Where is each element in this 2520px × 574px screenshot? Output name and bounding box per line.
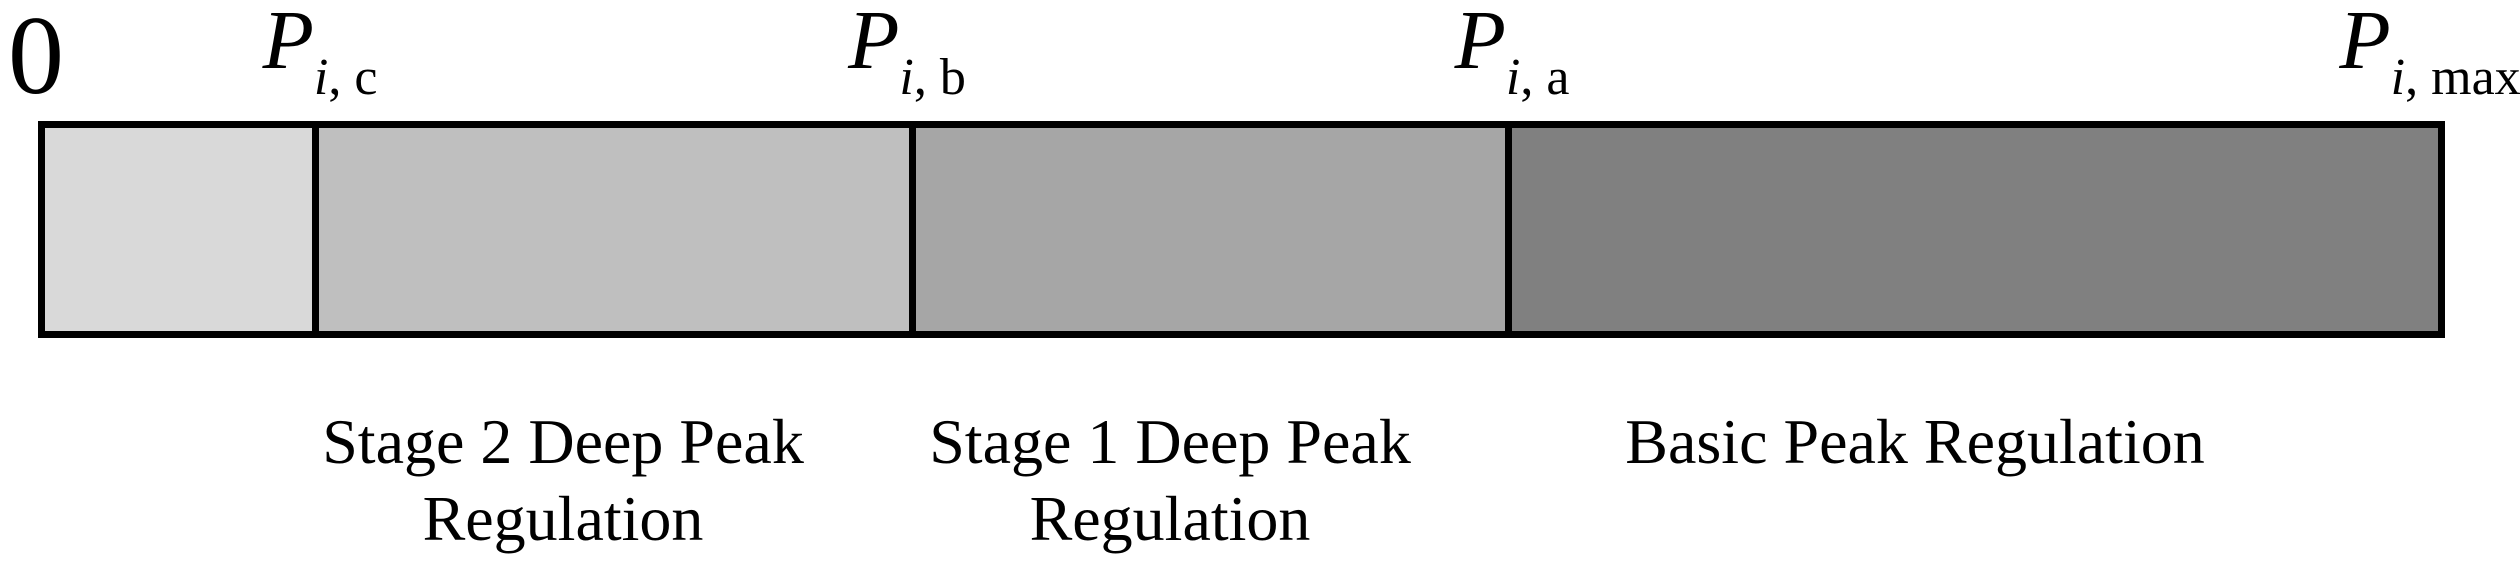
- divider-p-i-b: [908, 128, 916, 331]
- axis-label-zero: 0: [8, 0, 64, 118]
- axis-label-p-i-a-subscript: i, a: [1505, 49, 1570, 106]
- axis-label-p-i-max: Pi, max: [2339, 0, 2520, 104]
- segment-stage-1-deep-peak-regulation: [915, 128, 1505, 331]
- axis-label-p-i-b-subscript: i, b: [899, 49, 966, 106]
- segment-zero-to-p-i-c: [45, 128, 312, 331]
- axis-label-p-i-max-base: P: [2339, 0, 2391, 87]
- caption-basic-peak-regulation: Basic Peak Regulation: [1625, 403, 2204, 480]
- axis-label-p-i-c-subscript: i, c: [313, 49, 378, 106]
- caption-stage-1-line-2: Regulation: [1029, 483, 1311, 554]
- divider-p-i-a: [1504, 128, 1512, 331]
- axis-label-p-i-a: Pi, a: [1455, 0, 1570, 104]
- axis-label-p-i-a-base: P: [1454, 0, 1506, 87]
- segment-stage-2-deep-peak-regulation: [318, 128, 909, 331]
- caption-stage-2-line-1: Stage 2 Deep Peak: [322, 406, 804, 477]
- caption-stage-1-line-1: Stage 1 Deep Peak: [929, 406, 1411, 477]
- axis-label-p-i-c-base: P: [262, 0, 314, 87]
- segment-basic-peak-regulation: [1511, 128, 2438, 331]
- caption-basic-line-1: Basic Peak Regulation: [1625, 406, 2205, 477]
- divider-p-i-c: [311, 128, 319, 331]
- axis-label-p-i-b-base: P: [848, 0, 900, 87]
- axis-label-p-i-max-subscript: i, max: [2390, 49, 2520, 106]
- caption-stage-2-deep-peak-regulation: Stage 2 Deep Peak Regulation: [322, 403, 804, 557]
- regulation-range-bar: [38, 121, 2445, 338]
- axis-label-p-i-b: Pi, b: [848, 0, 966, 104]
- axis-label-p-i-c: Pi, c: [263, 0, 378, 104]
- caption-stage-1-deep-peak-regulation: Stage 1 Deep Peak Regulation: [929, 403, 1411, 557]
- caption-stage-2-line-2: Regulation: [422, 483, 704, 554]
